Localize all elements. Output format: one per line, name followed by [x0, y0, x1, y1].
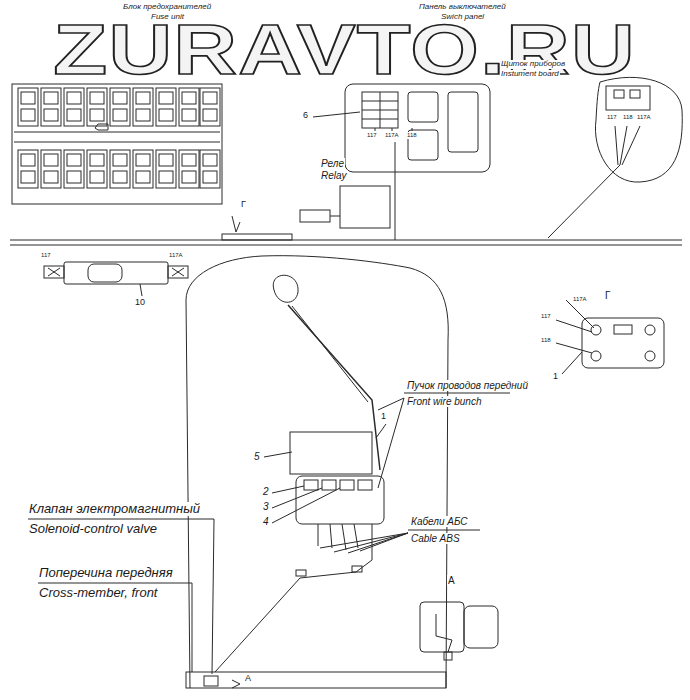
- part-label: Щиток приборов: [500, 60, 566, 69]
- part-label: Клапан электромагнитный: [28, 502, 201, 516]
- relay: [340, 186, 390, 228]
- wire-tag: 118: [622, 114, 634, 121]
- part-label: Панель выключателей: [418, 3, 507, 12]
- wire-tag: 117: [366, 132, 378, 139]
- harness-10: [64, 262, 168, 284]
- wire-tag: 117А: [572, 296, 588, 303]
- part-label: Fuse unit: [150, 13, 185, 22]
- wire-tag: 117: [40, 252, 52, 259]
- front-outline: [186, 256, 448, 688]
- part-label: Relay: [320, 170, 348, 181]
- view-g-part: [582, 318, 664, 368]
- callout-number: 1: [552, 372, 559, 382]
- part-label: Instument board: [500, 70, 560, 79]
- wire-tag: 117: [606, 114, 618, 121]
- part-label: Swich panel: [440, 13, 485, 22]
- part-label: Cross-member, front: [38, 586, 158, 600]
- part-label: Поперечина передняя: [38, 566, 174, 580]
- part-label: Cable ABS: [410, 533, 461, 544]
- callout-number: 4: [262, 516, 270, 527]
- wire-tag: 118: [540, 337, 552, 344]
- callout-number: 10: [134, 298, 146, 308]
- instrument-board: [595, 77, 682, 182]
- callout-number: 1: [380, 412, 387, 422]
- switch-panel: [345, 84, 490, 172]
- wire-tag: 117А: [636, 114, 652, 121]
- callout-number: 2: [262, 486, 270, 497]
- view-letter: Г: [240, 200, 247, 210]
- valve: [204, 676, 218, 686]
- fuse-unit: [12, 84, 222, 204]
- part-label: Пучок проводов передний: [406, 380, 529, 391]
- part-label: Кабели АБС: [410, 516, 468, 527]
- part-label: Реле: [320, 158, 345, 169]
- abs-unit: [296, 476, 384, 524]
- wire-tag: 117А: [168, 252, 184, 259]
- wire-tag: 117А: [384, 132, 400, 139]
- callout-number: 3: [262, 501, 270, 512]
- view-a-part: [420, 602, 464, 652]
- callout-number: 5: [253, 451, 261, 462]
- view-letter: А: [244, 674, 252, 684]
- part-5: [290, 432, 372, 474]
- view-letter: Г: [604, 290, 611, 301]
- part-label: Solenoid-control valve: [28, 522, 158, 536]
- view-letter: А: [447, 575, 456, 586]
- part-label: Front wire bunch: [406, 396, 482, 407]
- cross-member: [186, 672, 446, 688]
- wire-tag: 118: [406, 132, 418, 139]
- callout-number: 6: [302, 111, 309, 121]
- wire-tag: 117: [540, 313, 552, 320]
- part-label: Блок предохранителей: [122, 3, 212, 12]
